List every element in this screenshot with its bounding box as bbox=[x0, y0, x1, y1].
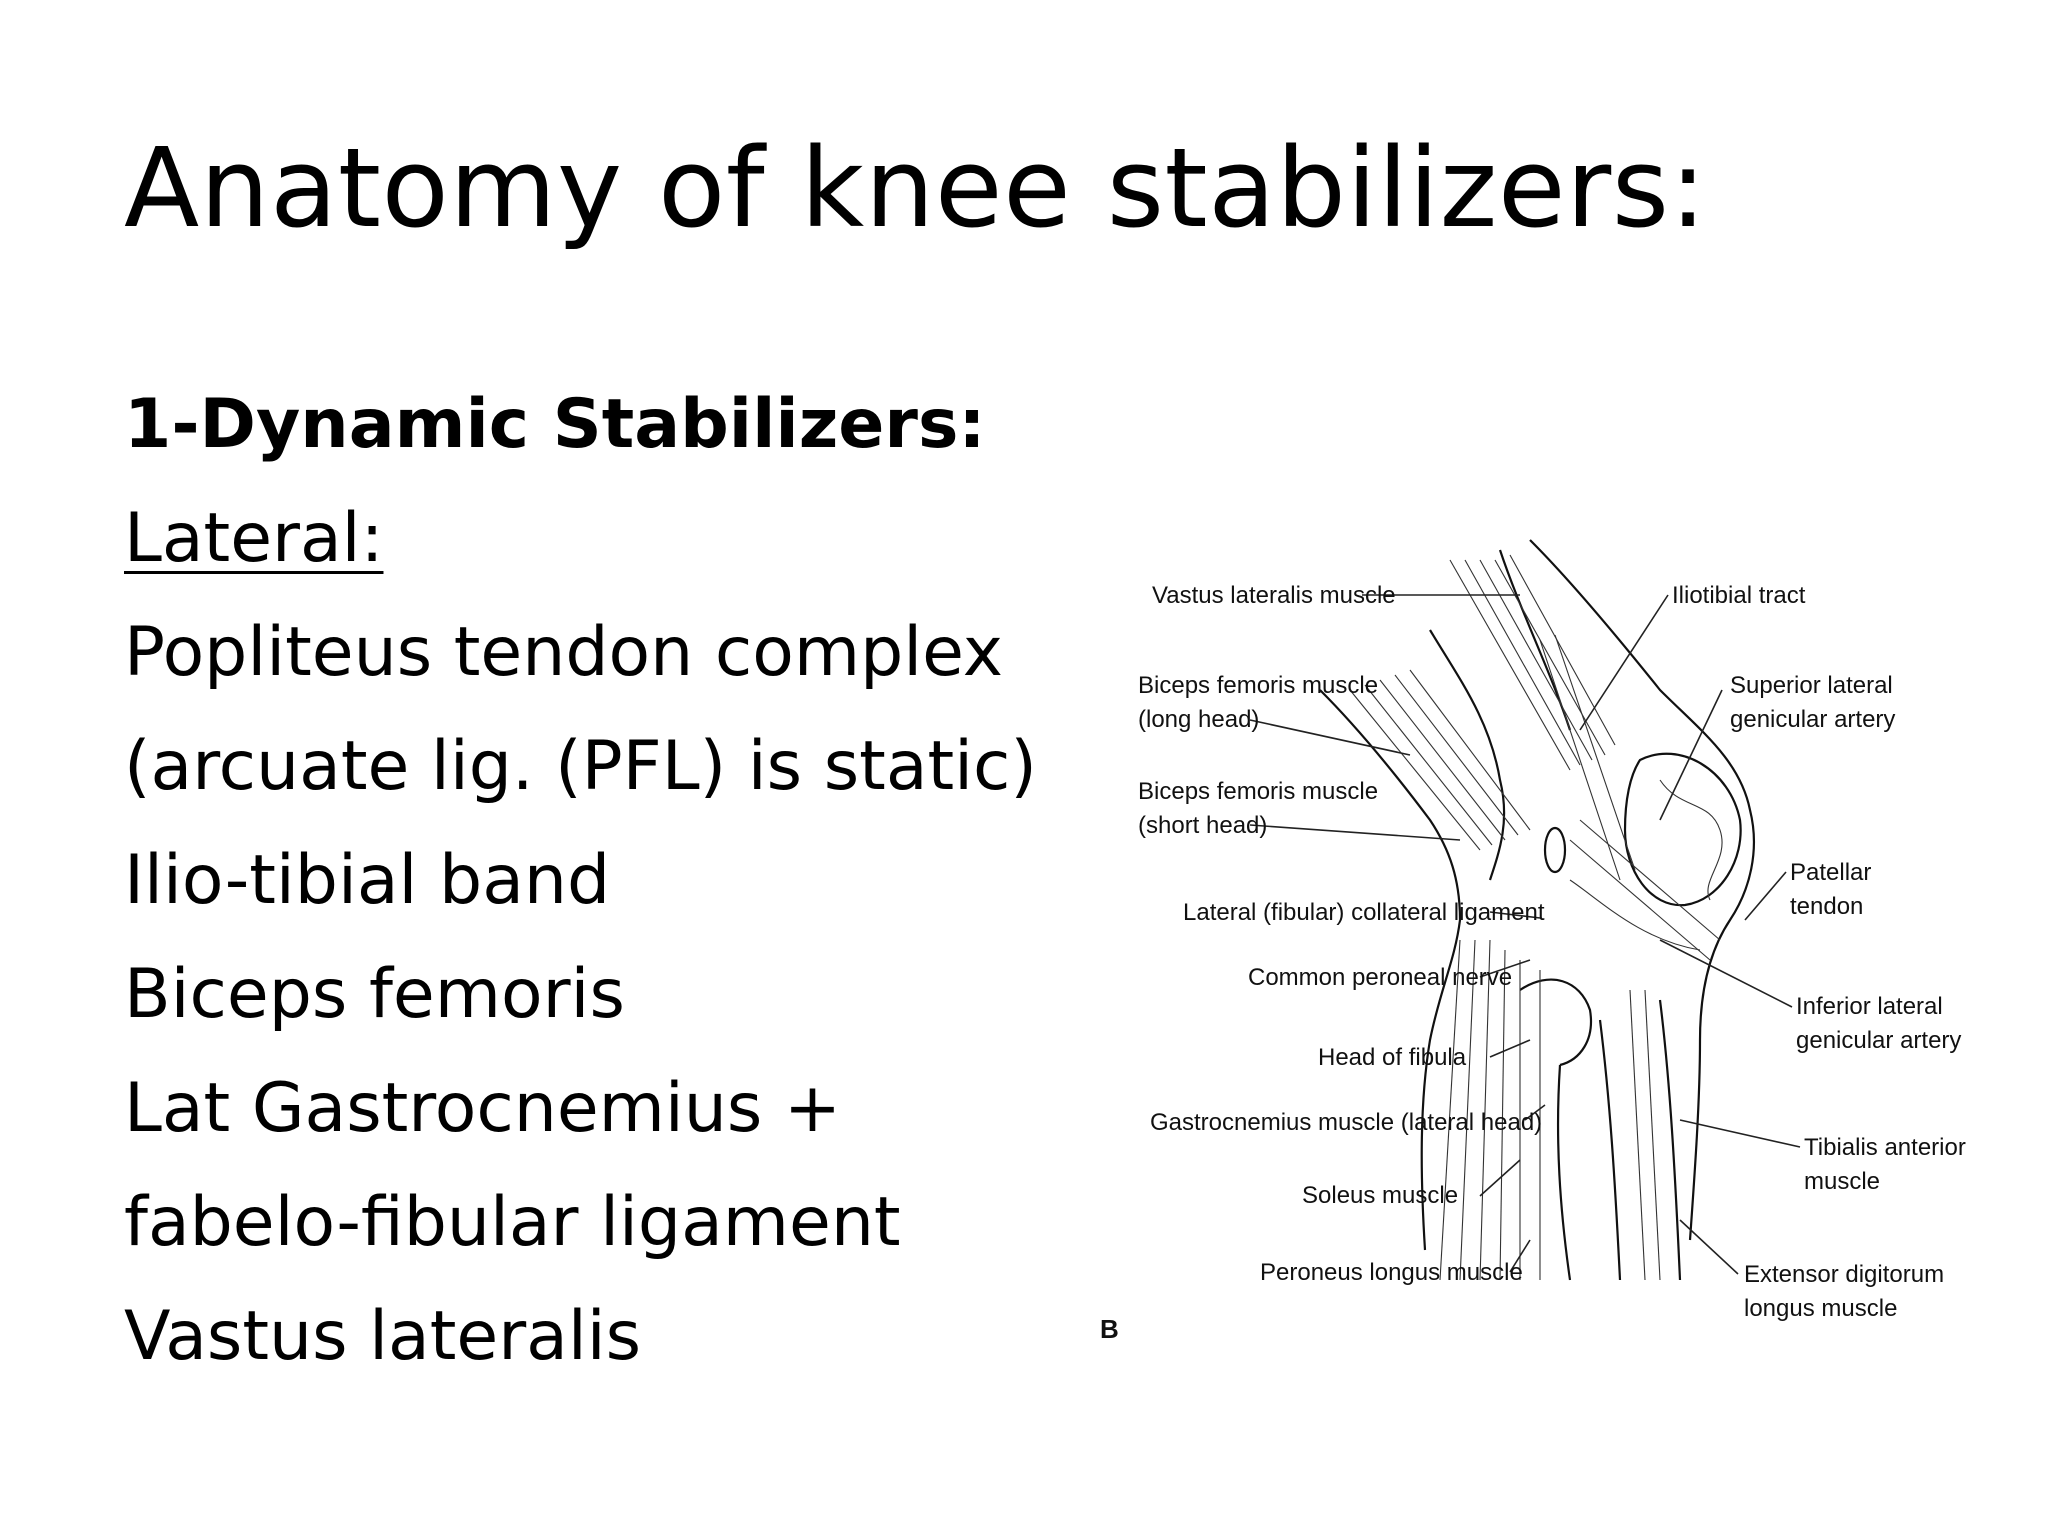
label-biceps-long-2: (long head) bbox=[1138, 706, 1259, 733]
list-item: (arcuate lig. (PFL) is static) bbox=[124, 727, 1037, 806]
label-vastus-lateralis: Vastus lateralis muscle bbox=[1152, 582, 1396, 609]
label-superior-genicular-2: genicular artery bbox=[1730, 706, 1895, 733]
list-item: Popliteus tendon complex bbox=[124, 613, 1004, 692]
list-item: Vastus lateralis bbox=[124, 1297, 642, 1376]
label-biceps-long-1: Biceps femoris muscle bbox=[1138, 672, 1378, 699]
list-item: fabelo-fibular ligament bbox=[124, 1183, 901, 1262]
label-iliotibial-tract: Iliotibial tract bbox=[1672, 582, 1806, 609]
section-heading: 1-Dynamic Stabilizers: bbox=[124, 385, 986, 464]
list-item: Biceps femoris bbox=[124, 955, 625, 1034]
label-gastrocnemius: Gastrocnemius muscle (lateral head) bbox=[1150, 1109, 1542, 1136]
panel-letter: B bbox=[1100, 1314, 1119, 1344]
label-lcl: Lateral (fibular) collateral ligament bbox=[1183, 899, 1545, 926]
knee-anatomy-figure: Vastus lateralis muscle Biceps femoris m… bbox=[1100, 520, 2000, 1360]
labels-left: Vastus lateralis muscle Biceps femoris m… bbox=[1138, 582, 1545, 1286]
list-item: Ilio-tibial band bbox=[124, 841, 611, 920]
body-text: 1-Dynamic Stabilizers: Lateral: Popliteu… bbox=[124, 368, 1037, 1394]
label-extensor-digitorum-2: longus muscle bbox=[1744, 1295, 1897, 1322]
leader-lines bbox=[1249, 594, 1801, 1275]
label-peroneal-nerve: Common peroneal nerve bbox=[1248, 964, 1512, 991]
label-soleus: Soleus muscle bbox=[1302, 1182, 1458, 1209]
label-extensor-digitorum-1: Extensor digitorum bbox=[1744, 1261, 1944, 1288]
list-item: Lat Gastrocnemius + bbox=[124, 1069, 841, 1148]
label-peroneus-longus: Peroneus longus muscle bbox=[1260, 1259, 1523, 1286]
label-inferior-genicular-1: Inferior lateral bbox=[1796, 993, 1943, 1020]
label-tibialis-anterior-2: muscle bbox=[1804, 1168, 1880, 1195]
labels-right: Iliotibial tract Superior lateral genicu… bbox=[1672, 582, 1966, 1322]
knee-drawing bbox=[1319, 539, 1756, 1281]
label-superior-genicular-1: Superior lateral bbox=[1730, 672, 1893, 699]
label-biceps-short-1: Biceps femoris muscle bbox=[1138, 778, 1378, 805]
label-inferior-genicular-2: genicular artery bbox=[1796, 1027, 1961, 1054]
label-biceps-short-2: (short head) bbox=[1138, 812, 1267, 839]
label-patellar-2: tendon bbox=[1790, 893, 1863, 920]
label-patellar-1: Patellar bbox=[1790, 859, 1871, 886]
label-head-of-fibula: Head of fibula bbox=[1318, 1044, 1467, 1071]
knee-anatomy-illustration: Vastus lateralis muscle Biceps femoris m… bbox=[1100, 539, 1966, 1344]
slide-title: Anatomy of knee stabilizers: bbox=[124, 124, 1708, 252]
section-subheading: Lateral: bbox=[124, 499, 384, 578]
label-tibialis-anterior-1: Tibialis anterior bbox=[1804, 1134, 1966, 1161]
